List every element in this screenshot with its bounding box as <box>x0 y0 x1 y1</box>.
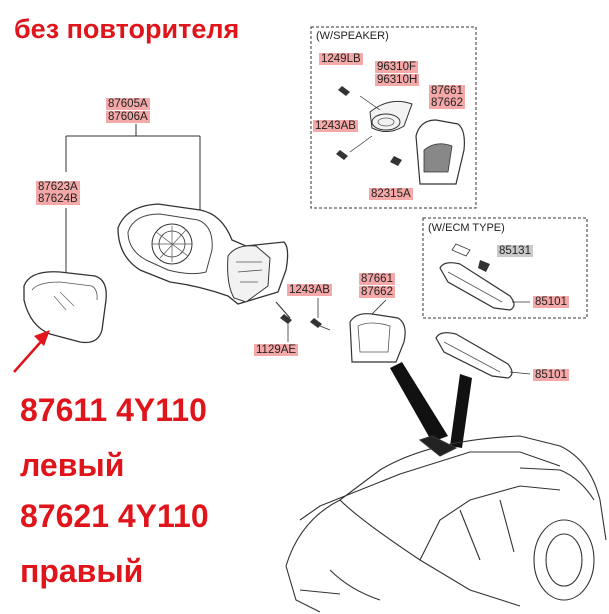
part-label-85131: 85131 <box>497 245 533 257</box>
speaker-parts <box>336 86 465 185</box>
part-label-1129AE: 1129AE <box>254 344 299 356</box>
bolt-1243AB-mid <box>310 298 331 331</box>
part-label-1243AB-top: 1243AB <box>313 120 358 132</box>
right-part-code: 87621 4Y110 <box>20 498 209 534</box>
ecm-group-title: (W/ECM TYPE) <box>428 222 505 234</box>
left-part-word: левый <box>20 447 125 483</box>
mirror-glass-shape <box>23 271 107 344</box>
part-label-87606A: 87606A <box>106 111 150 123</box>
red-arrow-head <box>34 330 50 346</box>
pointer-wedge-right <box>450 374 472 448</box>
part-label-87661-mid: 87661 <box>359 273 395 285</box>
part-label-87662-mid: 87662 <box>359 286 395 298</box>
car-outline <box>285 435 607 613</box>
part-label-96310H: 96310H <box>375 74 420 86</box>
speaker-group-box <box>310 26 477 209</box>
header-note: без повторителя <box>14 14 240 44</box>
ecm-mirror <box>439 243 530 311</box>
cover-87661-mid <box>349 313 406 363</box>
assembly-bracket-line <box>65 124 201 212</box>
part-label-1243AB-mid: 1243AB <box>287 284 332 296</box>
rearview-mirror-lower <box>435 332 531 379</box>
part-label-87624B: 87624B <box>36 193 80 205</box>
part-label-87661-top: 87661 <box>429 85 465 97</box>
bolt-1129AE <box>275 301 292 342</box>
part-label-87605A: 87605A <box>106 98 150 110</box>
left-part-code: 87611 4Y110 <box>20 392 207 428</box>
part-label-87623A: 87623A <box>36 181 80 193</box>
part-label-85101-lower: 85101 <box>533 369 569 381</box>
part-label-85101-ecm: 85101 <box>533 296 569 308</box>
pointer-wedge-left <box>390 362 448 442</box>
right-part-word: правый <box>20 553 144 589</box>
ecm-group-box <box>422 217 588 319</box>
part-label-96310F: 96310F <box>375 61 419 73</box>
speaker-group-title: (W/SPEAKER) <box>316 30 389 42</box>
part-label-87662-top: 87662 <box>429 97 465 109</box>
part-label-1249LB: 1249LB <box>319 53 363 65</box>
part-label-82315A: 82315A <box>369 188 413 200</box>
